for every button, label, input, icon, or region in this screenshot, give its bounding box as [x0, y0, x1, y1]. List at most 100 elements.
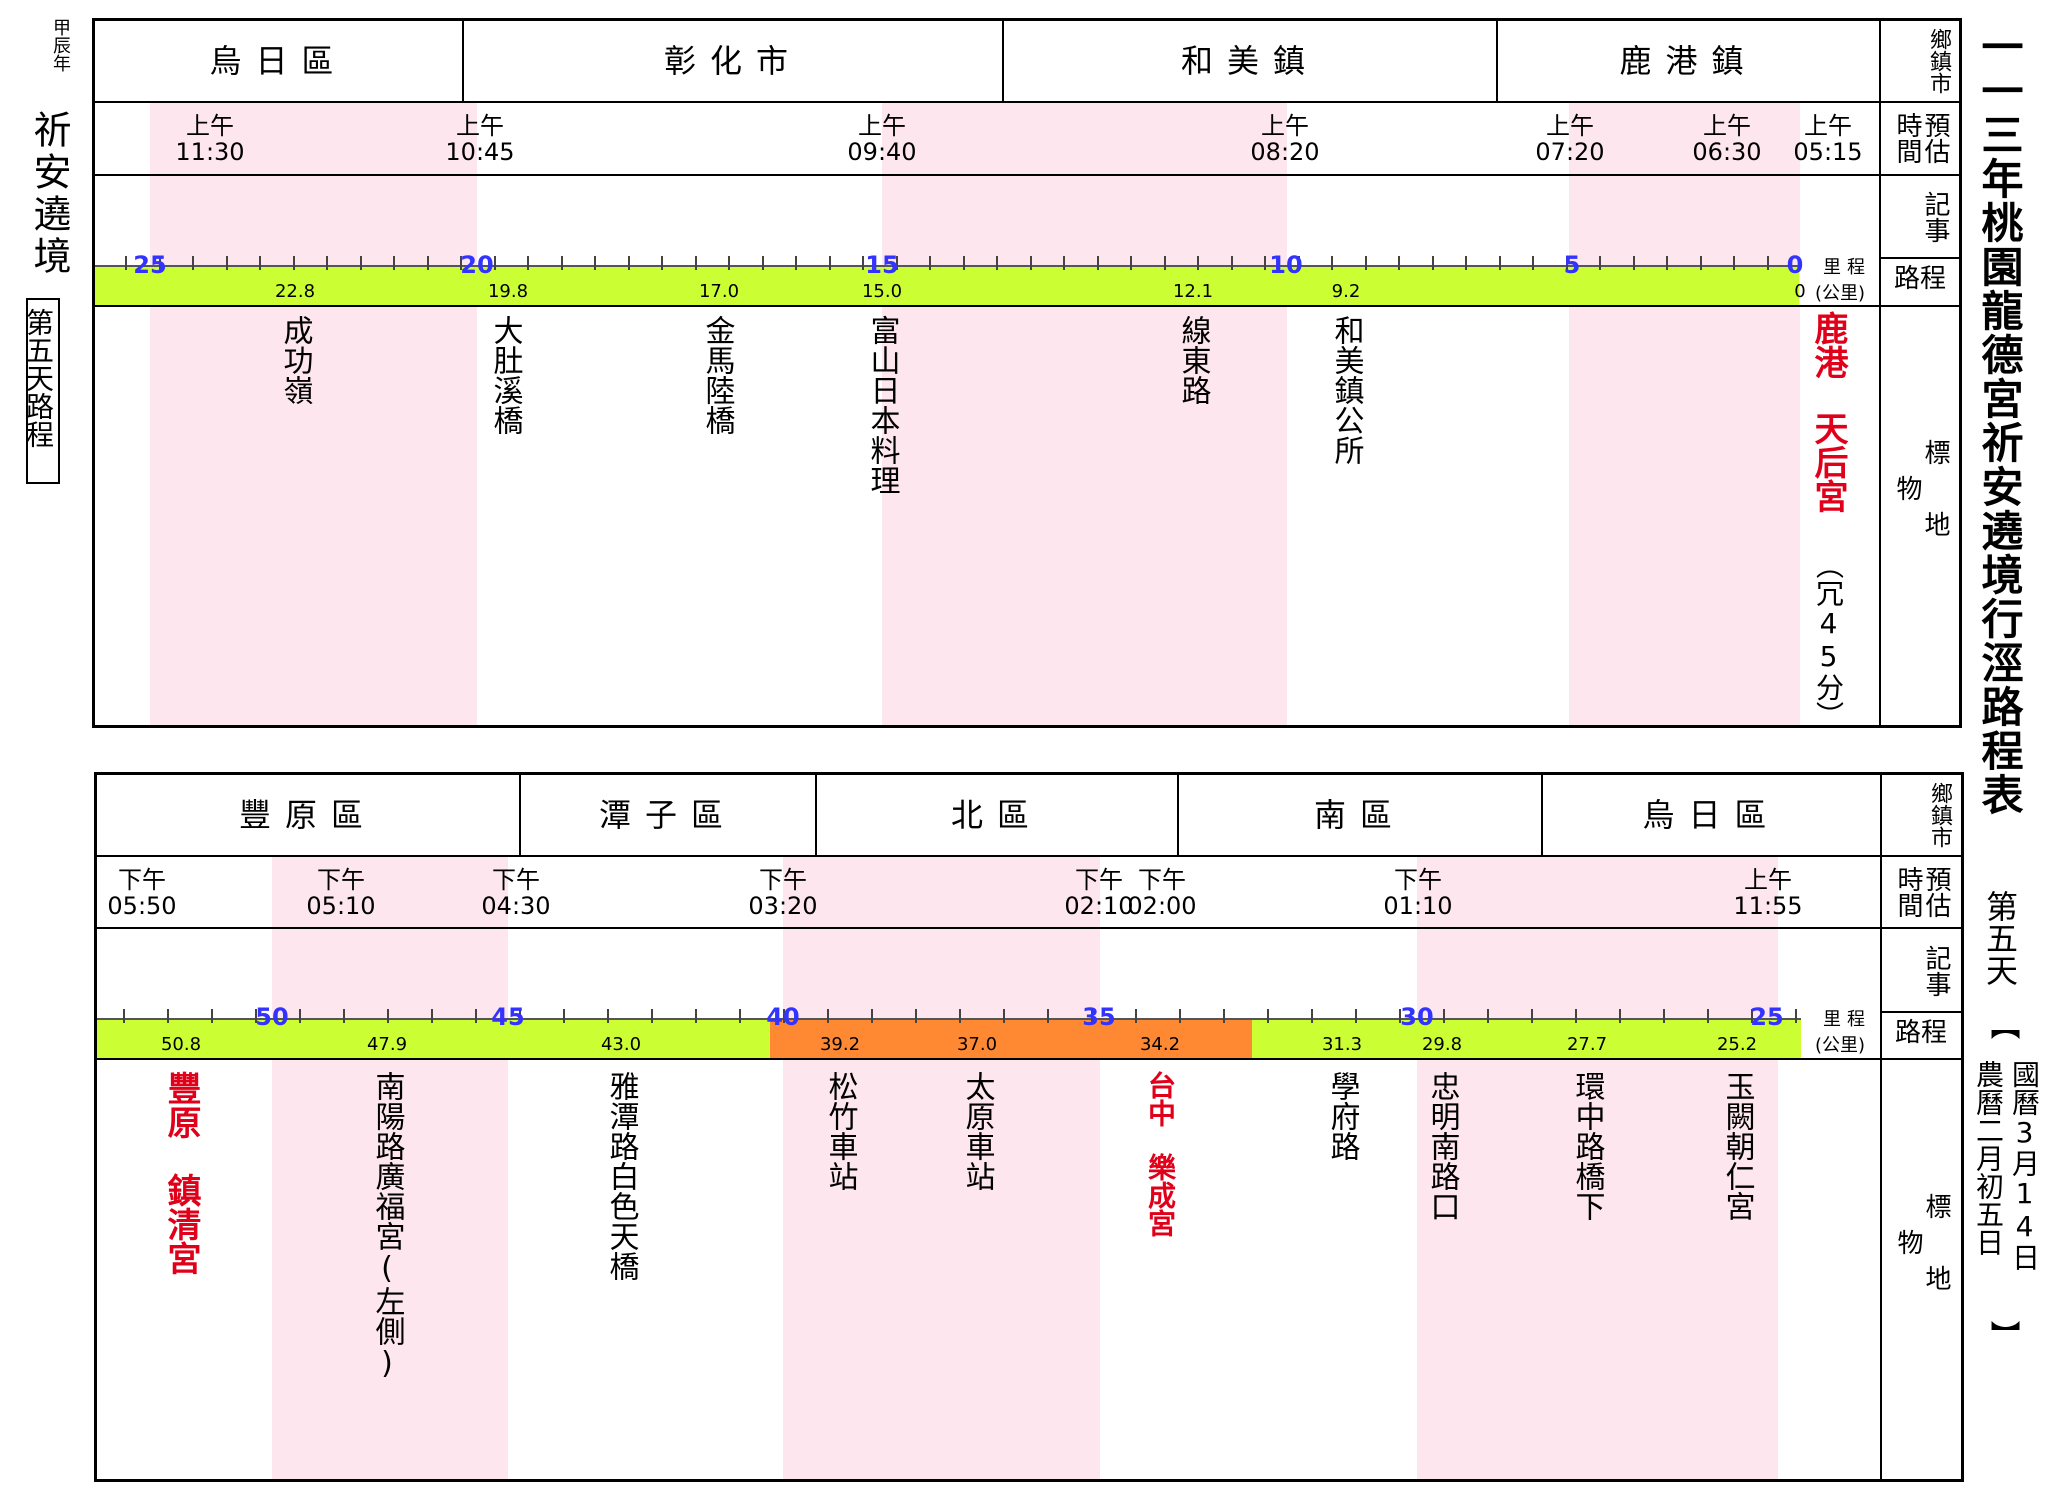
landmark: 玉闕朝仁宮: [1719, 1071, 1755, 1221]
route-tick: [1264, 256, 1266, 270]
route-tick: [959, 1009, 961, 1023]
route-tick: [360, 256, 362, 270]
stay-duration: （冗45分）: [1812, 551, 1845, 729]
landmark: 學府路: [1324, 1071, 1360, 1161]
route-tick: [527, 256, 529, 270]
route-tick: [1499, 256, 1501, 270]
route-tick: [561, 256, 563, 270]
destination-lukang: 鹿港: [1808, 311, 1848, 379]
route-tick: [728, 256, 730, 270]
route-tick: [192, 256, 194, 270]
route-tick: [460, 256, 462, 270]
destination-zhenqing-temple: 鎮清宮: [161, 1173, 201, 1275]
label-town: 鄉鎮市: [1927, 782, 1952, 848]
route-tick: [1575, 1009, 1577, 1023]
km-value: 39.2: [819, 1034, 861, 1055]
route-tick: [929, 256, 931, 270]
route-tick: [1398, 256, 1400, 270]
km-value: 27.7: [1566, 1034, 1608, 1055]
milestone-marker: 50: [255, 1003, 289, 1031]
route-tick: [1365, 256, 1367, 270]
route-tick: [259, 256, 261, 270]
route-tick: [167, 1009, 169, 1023]
km-value: 31.3: [1321, 1034, 1363, 1055]
route-tick: [1532, 256, 1534, 270]
route-tick: [393, 256, 395, 270]
route-tick: [1130, 256, 1132, 270]
route-tick: [651, 1009, 653, 1023]
year-label: 甲辰年: [50, 18, 71, 72]
km-unit: (公里): [1815, 1035, 1866, 1056]
route-tick: [125, 256, 127, 270]
route-tick: [1311, 1009, 1313, 1023]
landmark: 線東路: [1175, 315, 1211, 405]
route-tick: [1231, 256, 1233, 270]
landmark: 雅潭路白色天橋: [603, 1071, 639, 1281]
km-value: 50.8: [160, 1034, 202, 1055]
label-notes: 記事: [1920, 191, 1950, 243]
route-tick: [211, 1009, 213, 1023]
route-bar: [1252, 1019, 1801, 1058]
time-band: [783, 855, 1100, 1479]
km-value: 17.0: [698, 281, 740, 302]
route-tick: [661, 256, 663, 270]
route-tick: [1047, 1009, 1049, 1023]
milestone-marker: 20: [460, 251, 494, 279]
milestone-marker: 15: [865, 251, 899, 279]
route-tick: [1619, 1009, 1621, 1023]
route-tick: [255, 1009, 257, 1023]
milestone-marker: 5: [1563, 251, 1581, 279]
town-wuri: 烏日區: [1642, 796, 1781, 834]
time-band: [150, 103, 477, 725]
time-band: [1417, 855, 1778, 1479]
route-tick: [1751, 1009, 1753, 1023]
km-value: 15.0: [861, 281, 903, 302]
town-fengyuan: 豐原區: [238, 796, 377, 834]
label-landmark: 標地物: [1893, 1193, 1951, 1337]
route-tick: [1298, 256, 1300, 270]
route-tick: [871, 1009, 873, 1023]
route-tick: [1700, 256, 1702, 270]
route-tick: [1531, 1009, 1533, 1023]
route-tick: [563, 1009, 565, 1023]
landmark: 金馬陸橋: [699, 315, 735, 435]
route-tick: [1566, 256, 1568, 270]
km-value: 22.8: [274, 281, 316, 302]
km-unit: 里程: [1823, 257, 1871, 278]
label-notes: 記事: [1921, 945, 1951, 997]
route-tick: [1003, 1009, 1005, 1023]
km-value: 0: [1794, 281, 1806, 302]
date-bracket-close: 】: [1986, 1320, 2021, 1350]
km-value: 47.9: [366, 1034, 408, 1055]
route-tick: [1443, 1009, 1445, 1023]
milestone-marker: 30: [1400, 1003, 1434, 1031]
route-tick: [1432, 256, 1434, 270]
km-value: 9.2: [1331, 281, 1361, 302]
route-tick: [739, 1009, 741, 1023]
route-tick: [519, 1009, 521, 1023]
route-tick: [1164, 256, 1166, 270]
date-bracket-open: 【: [1986, 1010, 2021, 1040]
milestone-marker: 25: [1750, 1003, 1784, 1031]
landmark: 南陽路廣福宮(左側): [369, 1071, 405, 1381]
route-tick: [1465, 256, 1467, 270]
day-box: 第五天路程: [22, 298, 60, 484]
route-tick: [594, 256, 596, 270]
route-tick: [431, 1009, 433, 1023]
day-label: 第五天: [1981, 890, 2019, 986]
milestone-marker: 10: [1269, 251, 1303, 279]
label-time: 預估時間: [1892, 112, 1950, 164]
label-town: 鄉鎮市: [1926, 28, 1951, 94]
milestone-marker: 0: [1786, 251, 1804, 279]
landmark: 忠明南路口: [1424, 1071, 1460, 1221]
landmark: 松竹車站: [822, 1071, 858, 1191]
route-tick: [829, 256, 831, 270]
route-tick: [1795, 1009, 1797, 1023]
route-tick: [1267, 1009, 1269, 1023]
town-tanzi: 潭子區: [598, 796, 737, 834]
